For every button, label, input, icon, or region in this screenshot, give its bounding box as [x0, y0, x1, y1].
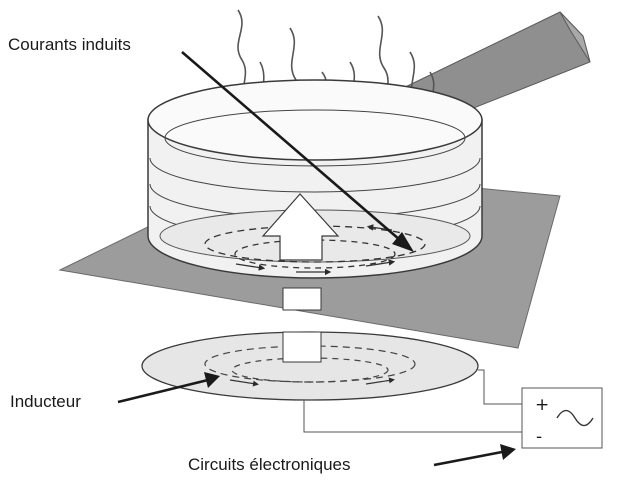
- plus-sign: +: [535, 395, 549, 415]
- electronic-circuit-box: + -: [521, 387, 603, 449]
- ac-wave-icon: [556, 409, 594, 427]
- arrow-electronic-circuits: [433, 450, 503, 467]
- minus-sign: -: [536, 427, 542, 447]
- supply-wires: [303, 369, 528, 433]
- arrowhead-eddy-currents: [392, 232, 414, 252]
- arrow-inductor: [117, 378, 209, 404]
- arrowhead-electronic-circuits: [500, 444, 516, 460]
- magnetic-field-arrow: [261, 193, 340, 261]
- arrowhead-inductor: [204, 372, 220, 388]
- label-eddy-currents: Courants induits: [8, 35, 131, 54]
- arrow-eddy-currents: [181, 51, 401, 241]
- label-electronic-circuits: Circuits électroniques: [188, 455, 351, 474]
- label-inductor: Inducteur: [10, 392, 81, 411]
- field-column-lower: [282, 331, 322, 363]
- field-column-upper: [282, 287, 322, 311]
